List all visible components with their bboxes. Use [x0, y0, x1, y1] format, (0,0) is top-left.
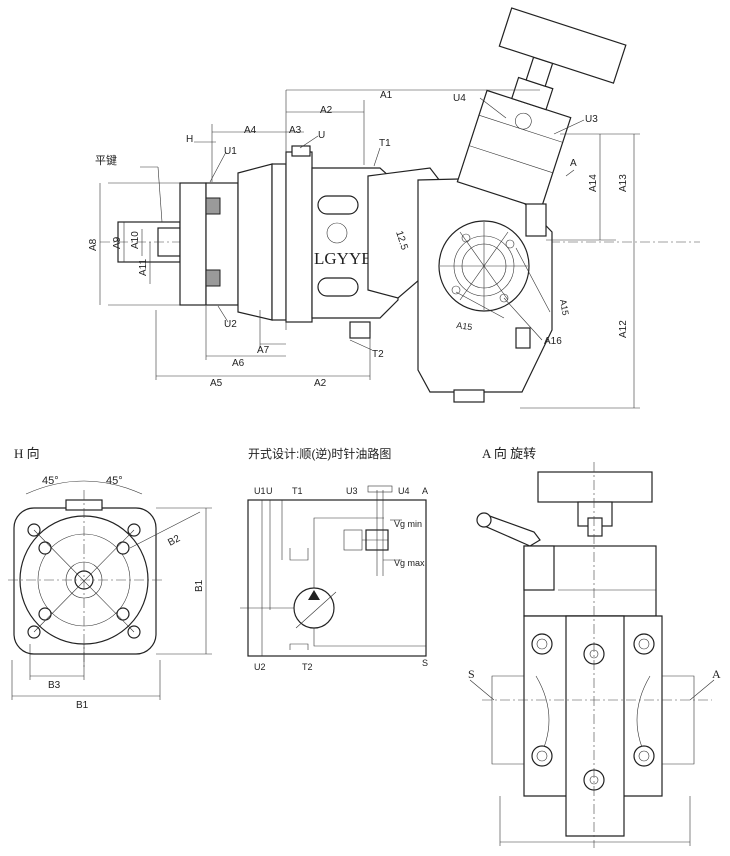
side-label: A4: [244, 125, 257, 136]
side-label: A6: [232, 358, 245, 369]
side-label: A14: [588, 174, 599, 192]
port-label: S: [422, 658, 428, 668]
side-label: T2: [372, 349, 384, 360]
side-label: U2: [224, 319, 237, 330]
h-label: B1: [76, 700, 89, 711]
a-view: A 向 旋转 S A: [468, 446, 721, 848]
side-label: H: [186, 134, 193, 145]
side-label: A8: [88, 238, 99, 251]
angle-left-label: 45°: [42, 475, 59, 487]
port-label: U2: [254, 662, 266, 672]
side-label: A15: [456, 320, 473, 332]
hydraulic-circuit: 开式设计:顺(逆)时针油路图 U1 U T1 U3 U4 A Vg min Vg…: [240, 446, 428, 672]
side-view: LGYYB: [88, 7, 700, 409]
nameplate-text: LGYYB: [314, 249, 373, 268]
side-label: A10: [130, 231, 141, 249]
vg-max-label: Vg max: [394, 558, 425, 568]
s-label: S: [468, 667, 475, 681]
port-label: U4: [398, 486, 410, 496]
side-label: U4: [453, 93, 466, 104]
side-label: A15: [558, 299, 571, 317]
flat-key-label: 平键: [95, 153, 117, 167]
side-label: T1: [379, 138, 391, 149]
side-label: A: [570, 158, 577, 169]
side-label: A2: [320, 105, 333, 116]
side-label: U3: [585, 114, 598, 125]
side-label: A11: [138, 259, 149, 276]
vg-min-label: Vg min: [394, 519, 422, 529]
angle-right-label: 45°: [106, 475, 123, 487]
port-label: U1: [254, 486, 266, 496]
side-label: U: [318, 130, 325, 141]
side-label: A12: [618, 320, 629, 338]
port-label: U3: [346, 486, 358, 496]
side-label: U1: [224, 146, 237, 157]
side-label: A9: [112, 236, 123, 249]
h-label: B2: [166, 533, 182, 549]
circuit-top-ports: U1 U T1 U3 U4 A: [254, 486, 428, 496]
port-label: U: [266, 486, 273, 496]
side-label: A7: [257, 345, 270, 356]
port-label: T2: [302, 662, 313, 672]
a-view-title: A 向 旋转: [482, 446, 536, 461]
side-label: A13: [618, 174, 629, 192]
a-label: A: [712, 667, 721, 681]
side-label: A5: [210, 378, 223, 389]
h-view: H 向 45° 45° B2 B1 B3 B1: [8, 446, 212, 711]
h-label: B1: [194, 579, 205, 592]
side-label: A16: [544, 336, 562, 347]
h-view-title: H 向: [14, 446, 40, 461]
side-label: A2: [314, 378, 327, 389]
side-label: A1: [380, 90, 393, 101]
port-label: T1: [292, 486, 303, 496]
circuit-title: 开式设计:顺(逆)时针油路图: [248, 446, 391, 461]
h-label: B3: [48, 680, 61, 691]
side-label: A3: [289, 125, 302, 136]
port-label: A: [422, 486, 428, 496]
circuit-bottom-ports: U2 T2 S: [254, 658, 428, 672]
